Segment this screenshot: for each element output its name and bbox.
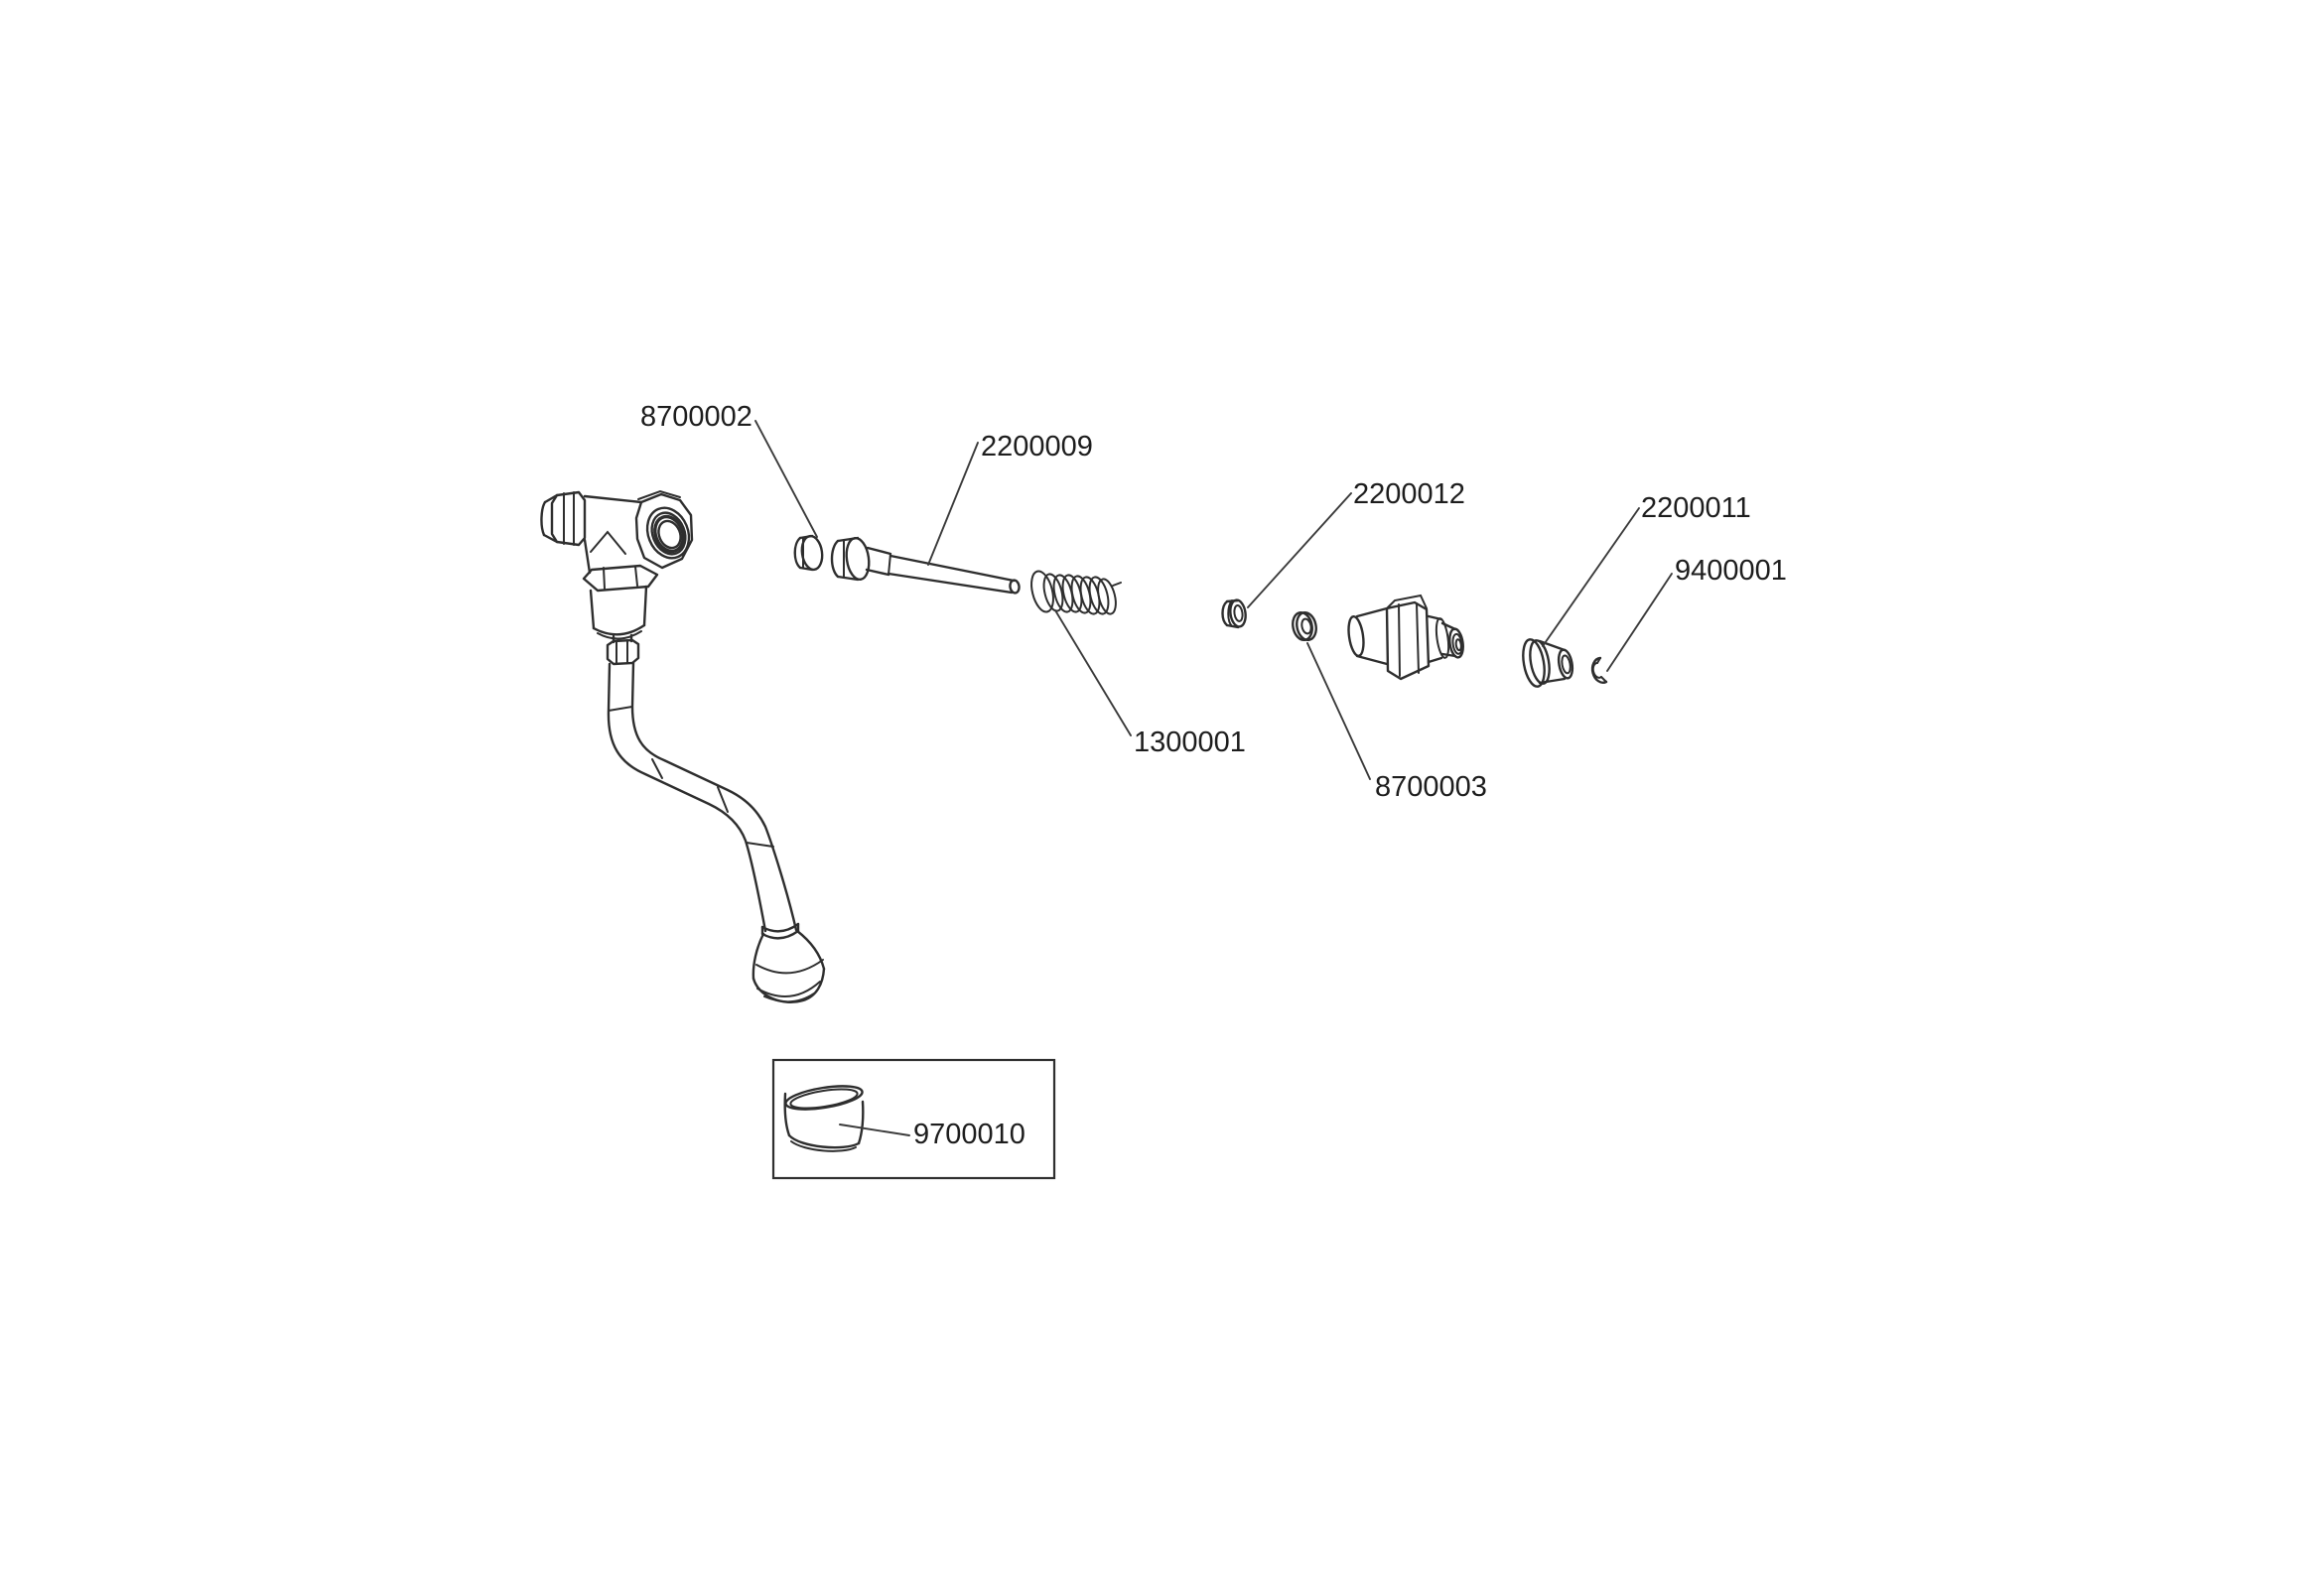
leader-8700002: [754, 420, 818, 538]
bushing-part-drawing: [1522, 638, 1574, 688]
boxed-part-drawing: [771, 1058, 1056, 1180]
union-fitting-drawing: [1347, 594, 1464, 681]
spring-part-drawing: [1030, 570, 1122, 615]
part-label-8700002: 8700002: [640, 401, 752, 433]
part-label-9700010: 9700010: [913, 1119, 1025, 1150]
inset-box-frame: [771, 1058, 1056, 1180]
part-label-2200012: 2200012: [1353, 478, 1465, 510]
part-label-9400001: 9400001: [1675, 555, 1787, 587]
leader-2200012: [1247, 492, 1352, 608]
leader-8700003: [1306, 642, 1371, 780]
cap-part-drawing: [793, 534, 824, 572]
leader-1300001: [1054, 609, 1132, 736]
valve-assembly-drawing: [540, 489, 826, 1003]
retaining-clip-drawing: [1590, 656, 1608, 684]
leader-2200011: [1542, 507, 1640, 647]
grommet-part-drawing: [1221, 598, 1247, 629]
leader-lines: [754, 420, 1673, 1136]
leader-9400001: [1606, 573, 1673, 672]
washer-part-drawing: [1292, 610, 1317, 642]
part-label-2200011: 2200011: [1641, 492, 1751, 524]
leader-9700010: [839, 1124, 910, 1136]
stem-part-drawing: [830, 536, 1021, 595]
part-label-2200009: 2200009: [981, 431, 1093, 463]
part-label-8700003: 8700003: [1375, 771, 1487, 803]
part-label-1300001: 1300001: [1134, 727, 1246, 758]
leader-2200009: [927, 442, 979, 566]
